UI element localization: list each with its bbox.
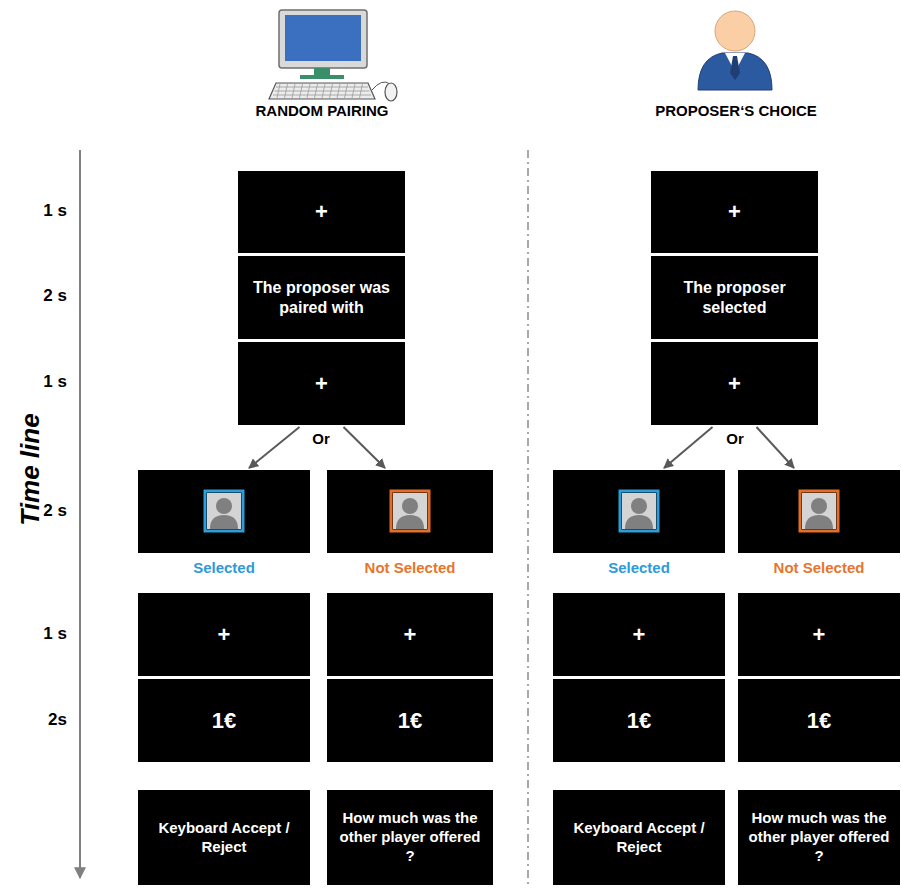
branch-arrow [757, 427, 795, 468]
person-icon [698, 11, 772, 90]
screen-text: Keyboard Accept / Reject [553, 813, 725, 863]
screen-box: The proposer was paired with [238, 256, 405, 339]
screen-text: + [309, 192, 334, 232]
screen-box: 1€ [553, 679, 725, 762]
screen-text: + [807, 615, 832, 655]
screen-box: + [238, 342, 405, 425]
screen-box: How much was the other player offered ? [738, 790, 900, 885]
stimulus-box: Not Selected [738, 470, 900, 553]
screen-text: + [722, 192, 747, 232]
duration-label: 2s [14, 710, 67, 730]
avatar-not-selected [800, 491, 838, 531]
screen-text: How much was the other player offered ? [327, 803, 493, 871]
screen-text: + [309, 364, 334, 404]
axis-title: Time line [15, 390, 46, 550]
screen-box: + [327, 593, 493, 676]
avatar-selected [205, 491, 243, 531]
stimulus-box: Not Selected [327, 470, 493, 553]
computer-icon [269, 10, 397, 101]
screen-box: + [238, 171, 405, 253]
screen-text: The proposer was paired with [238, 272, 405, 324]
branch-label: Or [296, 430, 346, 447]
screen-box: 1€ [738, 679, 900, 762]
screen-text: + [398, 615, 423, 655]
screen-box: The proposer selected [651, 256, 818, 339]
screen-text: The proposer selected [651, 272, 818, 324]
branch-arrow [664, 427, 713, 468]
branch-label: Or [710, 430, 760, 447]
screen-box: + [651, 342, 818, 425]
duration-label: 1 s [14, 372, 67, 392]
screen-text: 1€ [801, 701, 837, 741]
screen-box: Keyboard Accept / Reject [553, 790, 725, 885]
avatar-not-selected [391, 491, 429, 531]
screen-text: 1€ [392, 701, 428, 741]
time-axis [79, 150, 81, 878]
screen-box: + [738, 593, 900, 676]
duration-label: 2 s [14, 286, 67, 306]
screen-text: 1€ [206, 701, 242, 741]
condition-label: Not Selected [317, 559, 503, 577]
screen-text: + [212, 615, 237, 655]
duration-label: 1 s [14, 624, 67, 644]
duration-label: 1 s [14, 201, 67, 221]
branch-arrow [249, 427, 300, 468]
avatar-selected [620, 491, 658, 531]
condition-label: Selected [543, 559, 735, 577]
screen-box: 1€ [138, 679, 310, 762]
branch-arrow [344, 427, 386, 468]
screen-text: + [722, 364, 747, 404]
screen-box: + [138, 593, 310, 676]
condition-label: Not Selected [728, 559, 902, 577]
condition-label: Selected [128, 559, 320, 577]
screen-text: Keyboard Accept / Reject [138, 813, 310, 863]
screen-text: How much was the other player offered ? [738, 803, 900, 871]
screen-box: 1€ [327, 679, 493, 762]
screen-text: 1€ [621, 701, 657, 741]
column-heading: PROPOSER‘S CHOICE [626, 102, 846, 119]
screen-text: + [627, 615, 652, 655]
screen-box: Keyboard Accept / Reject [138, 790, 310, 885]
column-divider [527, 150, 529, 885]
screen-box: + [553, 593, 725, 676]
stimulus-box: Selected [553, 470, 725, 553]
screen-box: + [651, 171, 818, 253]
screen-box: How much was the other player offered ? [327, 790, 493, 885]
stimulus-box: Selected [138, 470, 310, 553]
column-heading: RANDOM PAIRING [212, 102, 432, 119]
